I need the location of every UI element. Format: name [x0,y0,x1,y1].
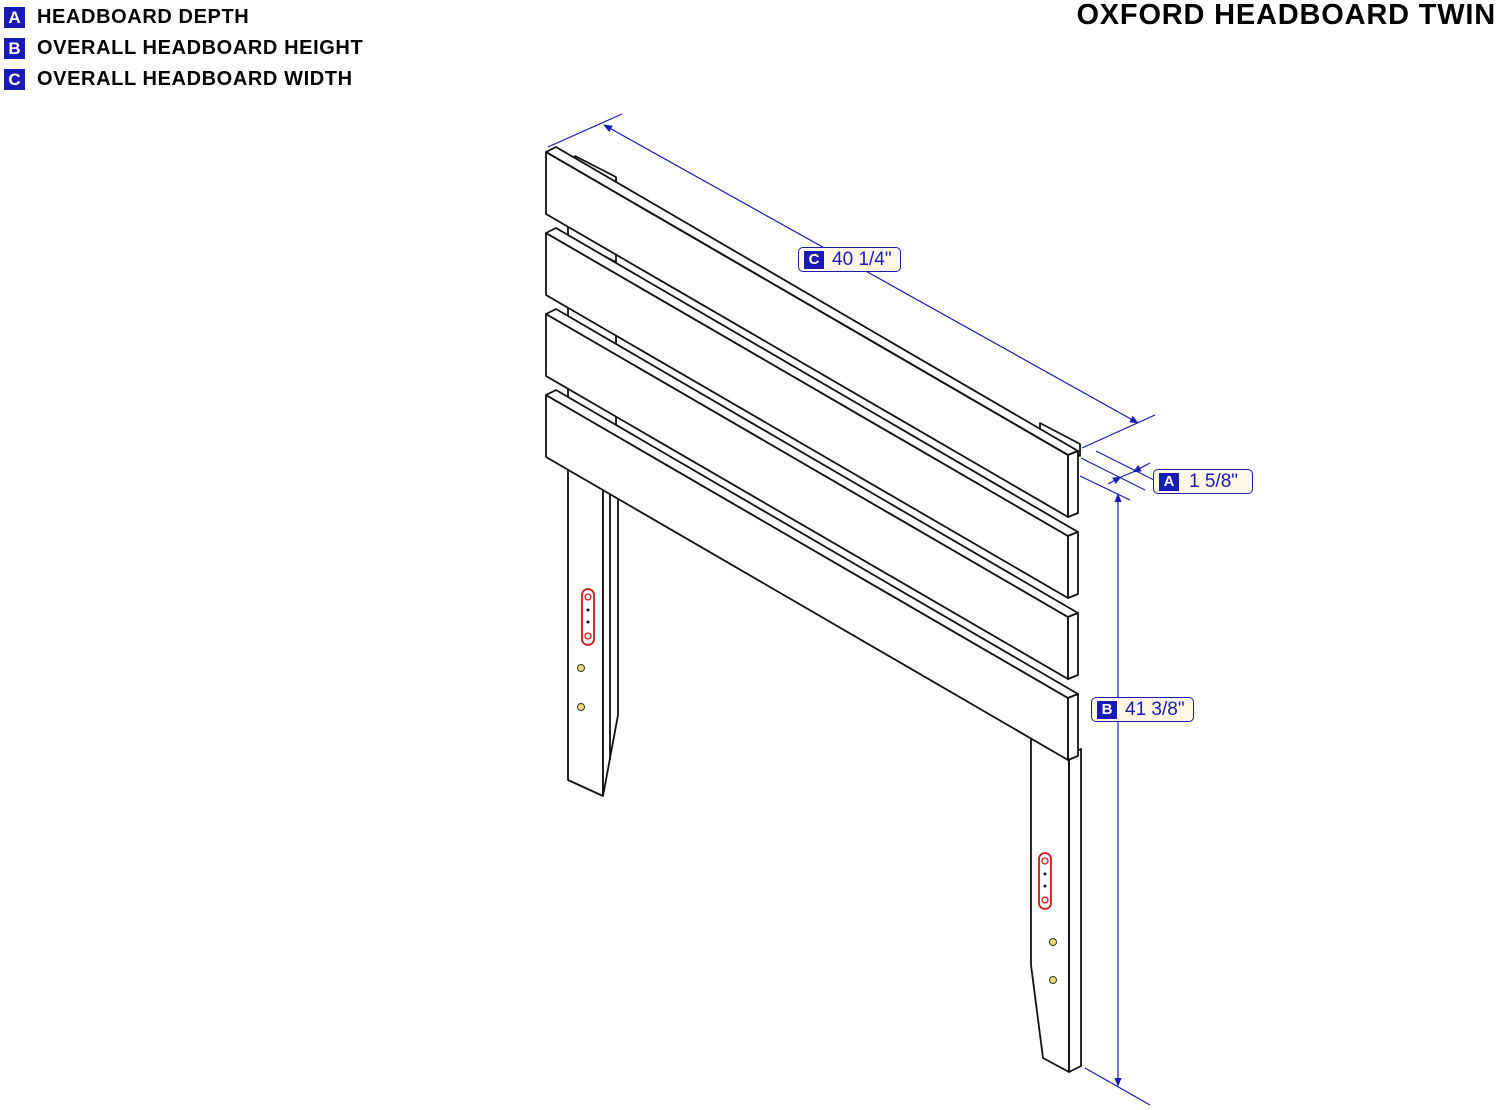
right-leg-hardware [1038,852,1057,984]
legend: A HEADBOARD DEPTH B OVERALL HEADBOARD HE… [4,2,363,95]
dimension-label-c: C 40 1/4" [798,247,901,272]
left-leg-front [567,461,604,797]
legend-item-height: B OVERALL HEADBOARD HEIGHT [4,33,363,64]
left-leg-hardware [577,588,595,711]
legend-label-depth: HEADBOARD DEPTH [37,6,250,28]
dimension-value-c: 40 1/4" [832,248,892,270]
slat-1-end [1067,450,1079,518]
right-bolt-slot [1038,852,1052,910]
page-title: OXFORD HEADBOARD TWIN [1076,0,1496,31]
legend-label-height: OVERALL HEADBOARD HEIGHT [37,37,364,59]
dimension-b-lines [1079,475,1151,1106]
left-bolt-slot [581,588,595,646]
legend-item-depth: A HEADBOARD DEPTH [4,2,363,33]
legend-letter-b: B [4,38,25,59]
dimension-value-b: 41 3/8" [1125,698,1185,720]
slat-3-end [1067,612,1079,680]
dimension-a-lines [1080,450,1159,491]
dimension-value-a: 1 5/8" [1189,470,1239,492]
dimension-label-b: B 41 3/8" [1091,697,1194,722]
dimension-letter-a: A [1159,472,1179,491]
dimension-c-lines [547,113,1156,449]
right-hole-2 [1049,976,1057,984]
right-hole-1 [1049,938,1057,946]
dimension-label-a: A 1 5/8" [1153,469,1254,494]
slat-4-end [1067,693,1079,761]
right-leg-side [1068,748,1082,1073]
legend-letter-a: A [4,7,25,28]
left-hole-2 [577,703,585,711]
right-leg-front [1030,734,1070,1073]
legend-item-width: C OVERALL HEADBOARD WIDTH [4,64,363,95]
dimension-letter-c: C [804,250,824,269]
left-hole-1 [577,664,585,672]
legend-letter-c: C [4,69,25,90]
dimension-letter-b: B [1097,700,1117,719]
slat-2-end [1067,531,1079,599]
legend-label-width: OVERALL HEADBOARD WIDTH [37,68,353,90]
